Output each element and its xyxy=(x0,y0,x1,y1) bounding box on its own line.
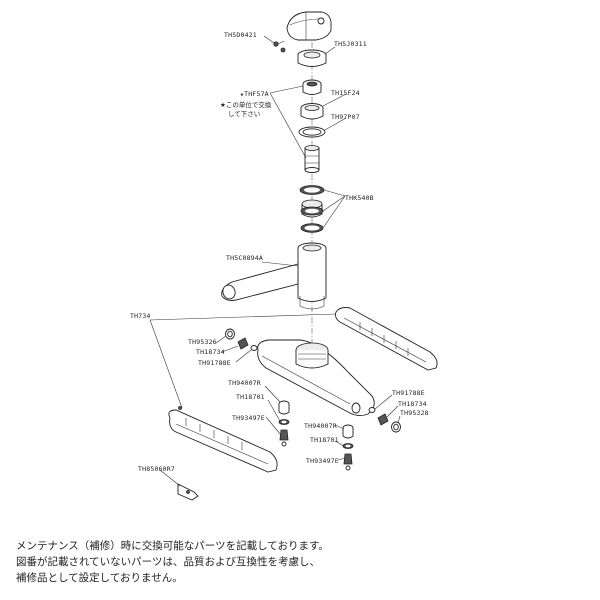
footer-note-line-3: 補修品として設定しておりません。 xyxy=(16,572,183,584)
nut-part xyxy=(300,103,324,120)
label-TH5C0894A: TH5C0894A xyxy=(226,254,263,262)
part-labels: TH5D0421 TH5J0311 ★THF57A ★この単位で交換 して下さい… xyxy=(130,31,429,473)
label-THF57A: ★THF57A xyxy=(240,90,269,98)
cap-part xyxy=(297,49,327,67)
base-body xyxy=(257,339,375,417)
right-fitting-parts xyxy=(342,407,401,471)
footer-note-line-2: 図番が記載されていないパーツは、品質および互換性を考慮し、 xyxy=(16,556,320,568)
label-TH94007R-left: TH94007R xyxy=(228,379,261,387)
lever-handle xyxy=(286,11,332,41)
cartridge-ring-top xyxy=(302,79,322,95)
left-cover-panel xyxy=(168,406,278,473)
label-note-1: ★この単位で交換 xyxy=(220,100,272,109)
label-TH95328: TH95328 xyxy=(400,409,429,417)
label-TH5D0421: TH5D0421 xyxy=(224,31,257,39)
label-TH734: TH734 xyxy=(130,312,151,320)
label-TH95326: TH95326 xyxy=(188,338,217,346)
exploded-parts-diagram: TH5D0421 TH5J0311 ★THF57A ★この単位で交換 して下さい… xyxy=(130,11,438,501)
label-TH18701-right: TH18701 xyxy=(310,436,339,444)
spout-body xyxy=(221,242,327,310)
label-TH5J0311: TH5J0311 xyxy=(334,40,367,48)
footer-note-line-1: メンテナンス（補修）時に交換可能なパーツを記載しております。 xyxy=(16,540,329,552)
o-ring-set xyxy=(299,185,325,233)
footer-note: メンテナンス（補修）時に交換可能なパーツを記載しております。 図番が記載されてい… xyxy=(16,538,586,586)
washer-part xyxy=(298,126,326,138)
right-cover-panel xyxy=(335,307,438,371)
label-TH94007R-right: TH94007R xyxy=(304,422,337,430)
handle-screws xyxy=(273,40,286,53)
label-TH15F24: TH15F24 xyxy=(331,89,360,97)
mounting-bracket xyxy=(177,483,199,501)
label-TH18734-left: TH18734 xyxy=(196,348,225,356)
label-THK540B: THK540B xyxy=(345,194,374,202)
label-TH91788E-left: TH91788E xyxy=(198,359,231,367)
leader-lines xyxy=(149,35,401,487)
label-TH18701-left: TH18701 xyxy=(236,393,265,401)
label-TH85060R7: TH85060R7 xyxy=(138,465,175,473)
label-TH97P07: TH97P07 xyxy=(331,113,360,121)
label-TH93497E-left: TH93497E xyxy=(232,414,265,422)
cartridge-valve xyxy=(304,145,320,173)
label-TH93497E-right: TH93497E xyxy=(306,457,339,465)
label-note-2: して下さい xyxy=(228,110,260,118)
label-TH18734-right: TH18734 xyxy=(398,400,427,408)
left-fitting-parts xyxy=(225,328,290,447)
label-TH91788E-right: TH91788E xyxy=(392,389,425,397)
